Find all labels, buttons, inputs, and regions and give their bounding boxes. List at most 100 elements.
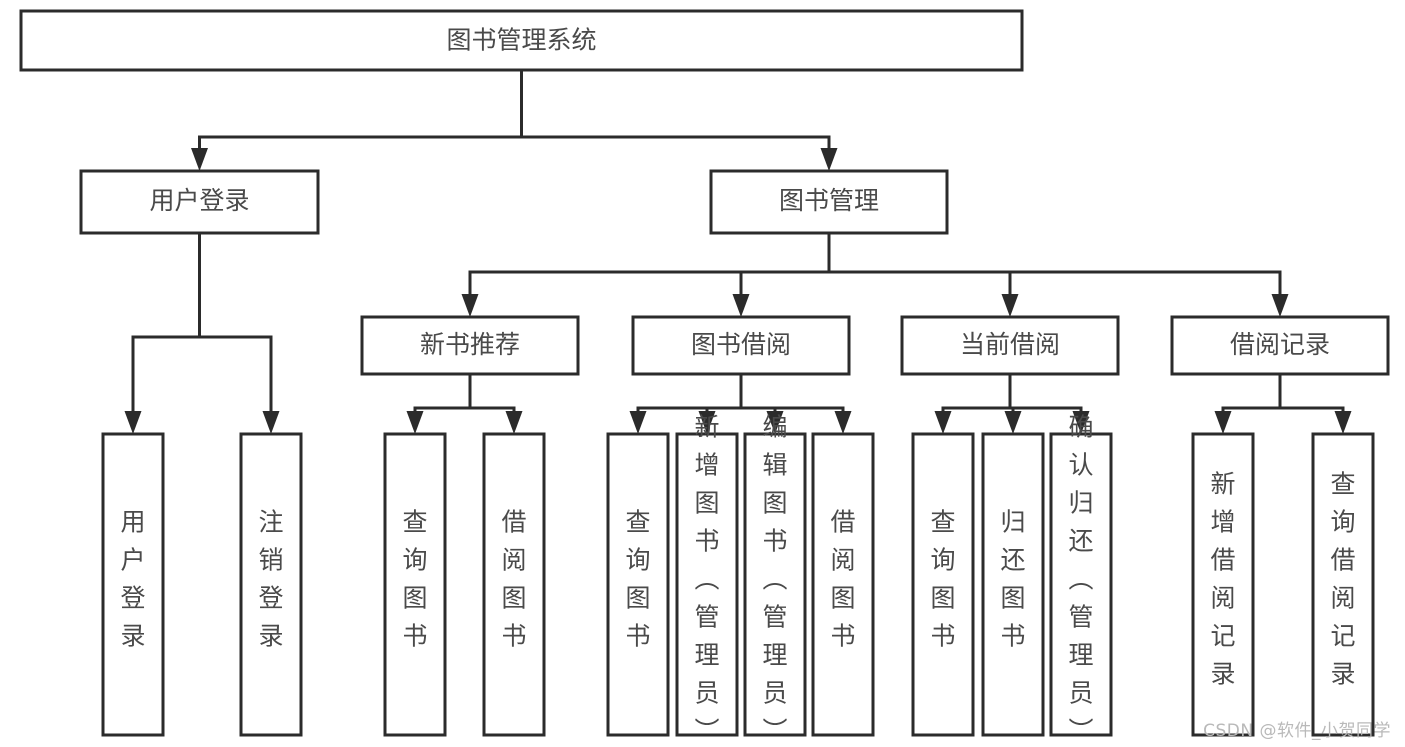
leaf-label-char: 阅	[1210, 584, 1235, 613]
connector-root-to-book-management	[521, 135, 831, 152]
leaf-label-char: ︵	[694, 565, 719, 594]
leaf-node-box[interactable]	[383, 432, 447, 737]
arrow-head-leaf-add-borrow-record	[1214, 411, 1232, 434]
leaf-node-box[interactable]	[1049, 432, 1113, 737]
leaf-node-box[interactable]	[911, 432, 975, 737]
arrow-head-leaf-user-logout	[262, 411, 280, 434]
leaf-node-box[interactable]	[743, 432, 807, 737]
node-borrow-record-box[interactable]	[1170, 315, 1390, 376]
connector-bb-to-leaf-borrow	[741, 406, 845, 415]
connector-group-user-login	[124, 233, 280, 434]
leaf-node-box[interactable]	[1311, 432, 1375, 737]
leaf-node-label: 查询借阅记录	[1330, 470, 1355, 689]
arrow-head-leaf-borrow-book	[834, 411, 852, 434]
leaf-label-char: 员	[762, 679, 787, 708]
arrow-head-leaf-user-login	[124, 411, 142, 434]
node-borrow-record[interactable]: 借阅记录	[1170, 315, 1390, 376]
leaf-label-char: 归	[1068, 489, 1093, 518]
leaf-node-box[interactable]	[606, 432, 670, 737]
leaf-node-box[interactable]	[239, 432, 303, 737]
node-user-login[interactable]: 用户登录	[79, 169, 320, 235]
leaf-node-label: 新增图书︵管理员︶	[694, 413, 719, 746]
node-book-management-box[interactable]	[709, 169, 949, 235]
connector-bm-to-borrow-record	[829, 270, 1282, 298]
connector-br-to-leaf-add	[1221, 374, 1282, 415]
leaf-label-char: 借	[501, 508, 526, 537]
leaf-label-char: 录	[1330, 660, 1355, 689]
leaf-label-char: ︵	[1068, 565, 1093, 594]
node-root-label: 图书管理系统	[446, 26, 596, 55]
leaf-node-box[interactable]	[811, 432, 875, 737]
leaf-label-char: 新	[694, 413, 719, 442]
leaf-node-label: 查询图书	[930, 508, 955, 651]
leaf-node-label: 用户登录	[120, 508, 145, 651]
leaf-label-char: 理	[762, 641, 787, 670]
leaf-label-char: 确	[1068, 413, 1093, 442]
leaf-label-char: 用	[120, 508, 145, 537]
leaf-label-char: 阅	[830, 546, 855, 575]
arrow-head-borrow-record	[1271, 294, 1289, 317]
node-book-borrow[interactable]: 图书借阅	[631, 315, 851, 376]
leaf-node-label: 查询图书	[625, 508, 650, 651]
leaf-label-char: 查	[1330, 470, 1355, 499]
leaf-node-box[interactable]	[675, 432, 739, 737]
leaf-label-char: 理	[694, 641, 719, 670]
leaf-label-char: 借	[1330, 546, 1355, 575]
leaf-node[interactable]: 新增借阅记录	[1191, 432, 1255, 737]
leaf-label-char: 管	[1068, 603, 1093, 632]
leaf-node[interactable]: 注销登录	[239, 432, 303, 737]
leaf-node-box[interactable]	[482, 432, 546, 737]
leaf-node[interactable]: 新增图书︵管理员︶	[675, 413, 739, 746]
leaf-node[interactable]: 借阅图书	[811, 432, 875, 737]
leaf-node[interactable]: 查询图书	[911, 432, 975, 737]
node-new-book-recommend-box[interactable]	[360, 315, 580, 376]
leaf-label-char: 阅	[501, 546, 526, 575]
node-current-borrow-box[interactable]	[900, 315, 1120, 376]
arrow-head-current-borrow	[1001, 294, 1019, 317]
node-root-box[interactable]	[19, 9, 1024, 72]
node-current-borrow-label: 当前借阅	[960, 330, 1060, 359]
leaf-node[interactable]: 借阅图书	[482, 432, 546, 737]
arrow-head-leaf-query-book-current	[934, 411, 952, 434]
connector-bm-to-new-book-recommend	[468, 233, 831, 298]
leaf-label-char: 询	[402, 546, 427, 575]
leaf-node[interactable]: 用户登录	[101, 432, 165, 737]
node-book-borrow-box[interactable]	[631, 315, 851, 376]
node-new-book-recommend[interactable]: 新书推荐	[360, 315, 580, 376]
leaf-label-char: 管	[694, 603, 719, 632]
arrow-head-book-management	[820, 148, 838, 171]
leaf-label-char: 书	[402, 622, 427, 651]
connector-nbr-to-leaf-query	[413, 374, 472, 415]
leaf-node-label: 借阅图书	[501, 508, 526, 651]
node-book-management[interactable]: 图书管理	[709, 169, 949, 235]
leaf-label-char: 管	[762, 603, 787, 632]
arrow-head-leaf-query-book-recommend	[406, 411, 424, 434]
leaf-node-box[interactable]	[101, 432, 165, 737]
leaf-node-label: 编辑图书︵管理员︶	[762, 413, 787, 746]
leaf-label-char: 图	[625, 584, 650, 613]
connector-root-to-user-login	[198, 70, 523, 152]
node-root[interactable]: 图书管理系统	[19, 9, 1024, 72]
leaf-label-char: ︶	[762, 717, 787, 746]
connector-group-book-management	[461, 233, 1289, 317]
node-current-borrow[interactable]: 当前借阅	[900, 315, 1120, 376]
connector-ul-to-leaf-user-logout	[199, 335, 273, 415]
leaf-node[interactable]: 归还图书	[981, 432, 1045, 737]
leaf-label-char: 询	[625, 546, 650, 575]
arrow-head-leaf-query-book-borrow	[629, 411, 647, 434]
connector-group-current-borrow	[934, 374, 1090, 434]
leaf-label-char: 录	[1210, 660, 1235, 689]
leaf-label-char: 书	[930, 622, 955, 651]
node-book-management-label: 图书管理	[779, 186, 879, 215]
arrow-head-new-book-recommend	[461, 294, 479, 317]
leaf-node-box[interactable]	[1191, 432, 1255, 737]
leaf-node[interactable]: 编辑图书︵管理员︶	[743, 413, 807, 746]
leaf-node-box[interactable]	[981, 432, 1045, 737]
leaf-node[interactable]: 查询借阅记录	[1311, 432, 1375, 737]
leaf-node[interactable]: 查询图书	[606, 432, 670, 737]
leaf-node-label: 新增借阅记录	[1210, 470, 1235, 689]
leaf-node[interactable]: 确认归还︵管理员︶	[1049, 413, 1113, 746]
leaf-node[interactable]: 查询图书	[383, 432, 447, 737]
node-user-login-box[interactable]	[79, 169, 320, 235]
leaf-label-char: 新	[1210, 470, 1235, 499]
